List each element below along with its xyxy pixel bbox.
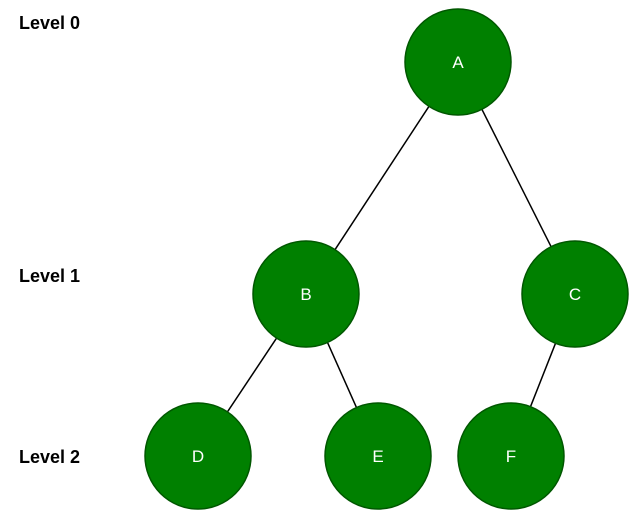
node-circle-d [144,402,252,510]
node-label-c: C [569,285,581,304]
node-label-a: A [452,53,464,72]
node-circle-f [457,402,565,510]
node-f: F [457,402,565,510]
edge-c-f [529,343,557,407]
node-circle-c [521,240,629,348]
node-label-e: E [372,447,383,466]
node-circle-b [252,240,360,348]
node-a: A [404,8,512,116]
node-c: C [521,240,629,348]
node-circle-e [324,402,432,510]
node-circle-a [404,8,512,116]
node-label-d: D [192,447,204,466]
edge-b-d [226,337,278,413]
node-d: D [144,402,252,510]
node-label-f: F [506,447,516,466]
node-b: B [252,240,360,348]
level-1-label: Level 1 [19,266,81,286]
edge-b-e [326,342,358,408]
edge-a-c [481,108,552,248]
nodes-layer: A B C D E F [144,8,629,510]
edge-a-b [334,105,430,251]
node-label-b: B [300,285,311,304]
level-2-label: Level 2 [19,447,81,467]
node-e: E [324,402,432,510]
edges-layer [226,105,557,413]
level-0-label: Level 0 [19,13,81,33]
